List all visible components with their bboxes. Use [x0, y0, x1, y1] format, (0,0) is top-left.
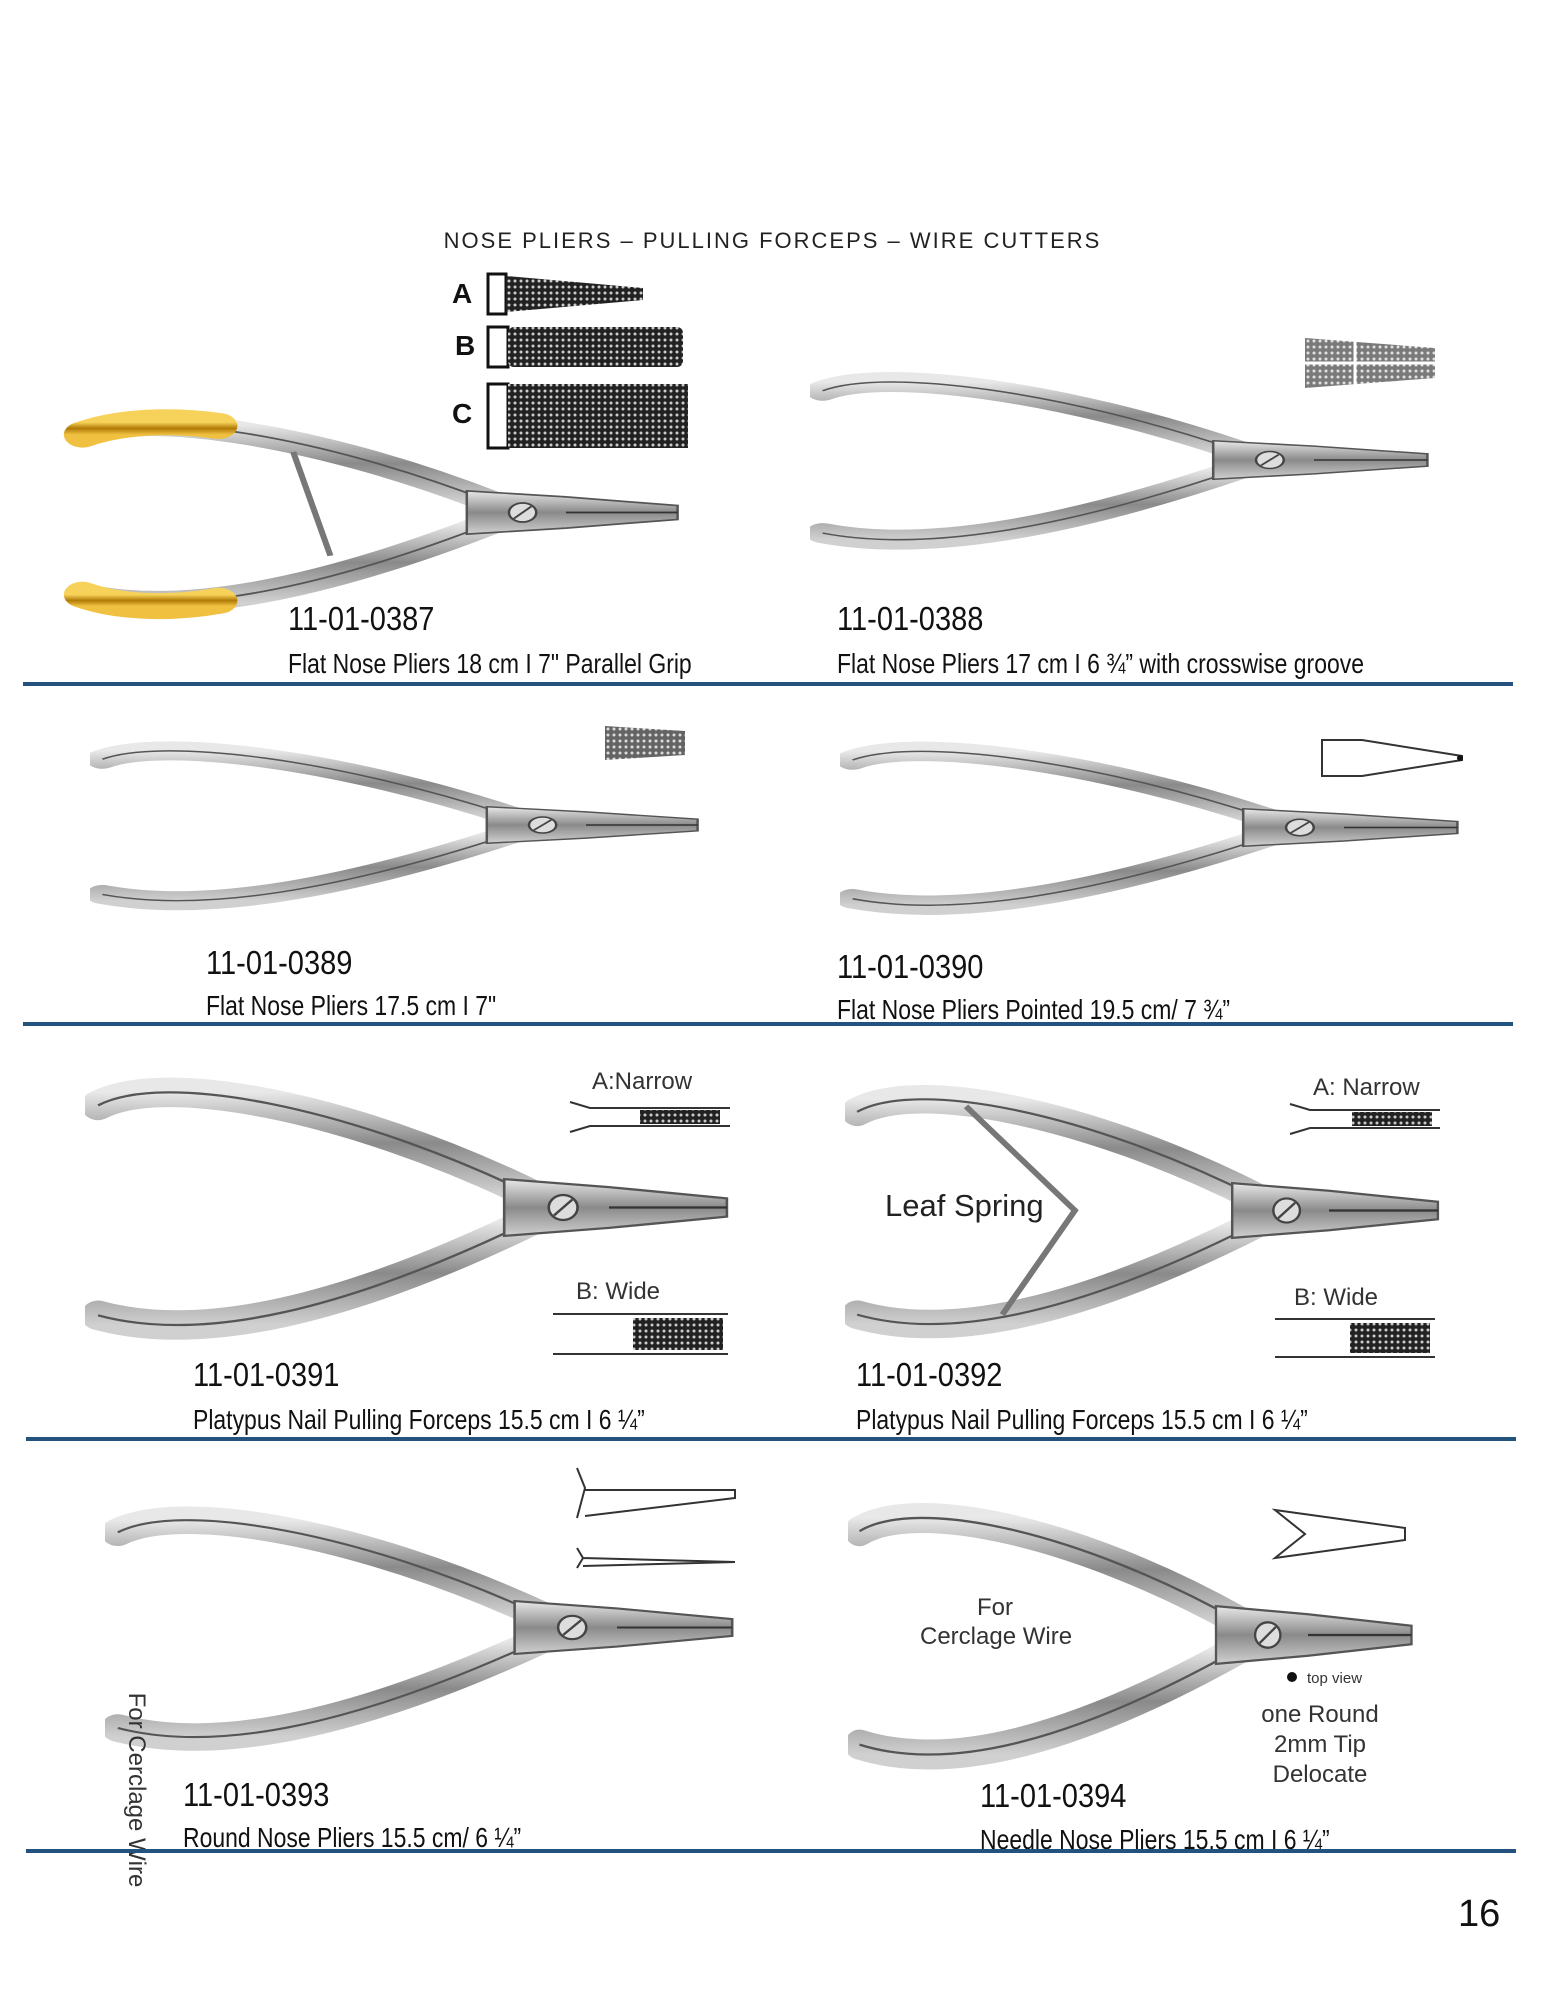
wide-jaw-icon — [553, 1313, 728, 1355]
flat-nose-pliers-crosswise-groove-image — [810, 360, 1440, 560]
jaw-label-b: B — [455, 330, 476, 361]
jaw-diagram-c-icon — [486, 382, 688, 450]
narrow-jaw-icon — [1289, 1103, 1440, 1135]
product-code: 11-01-0394 — [980, 1777, 1127, 1814]
section-divider — [26, 1437, 1516, 1441]
top-view-label: top view — [1307, 1670, 1363, 1687]
section-divider — [26, 1849, 1516, 1853]
flat-nose-pliers-parallel-grip-image — [63, 400, 690, 620]
product-description: Flat Nose Pliers 17 cm I 6 ¾” with cross… — [837, 648, 1364, 679]
section-divider — [23, 1022, 1513, 1026]
product-description: Platypus Nail Pulling Forceps 15.5 cm I … — [193, 1404, 645, 1435]
jaw-diagram-a-icon — [486, 272, 643, 316]
jaw-label-c: C — [452, 398, 473, 429]
cerclage-wire-note: For Cerclage Wire — [123, 1692, 150, 1888]
narrow-jaw-label: A: Narrow — [1313, 1074, 1420, 1101]
product-description: Round Nose Pliers 15.5 cm/ 6 ¼” — [183, 1822, 522, 1853]
wide-jaw-label: B: Wide — [1294, 1284, 1379, 1311]
product-code: 11-01-0388 — [837, 600, 984, 637]
flat-jaw-icon — [605, 726, 685, 760]
tip-line-3: Delocate — [1272, 1761, 1368, 1788]
product-code: 11-01-0393 — [183, 1776, 330, 1813]
product-description: Flat Nose Pliers 18 cm I 7" Parallel Gri… — [288, 648, 692, 679]
round-jaw-profile-icon — [576, 1467, 736, 1569]
page-number: 16 — [1458, 1893, 1501, 1935]
page-title: NOSE PLIERS – PULLING FORCEPS – WIRE CUT… — [443, 228, 1102, 253]
note-line-1: For — [977, 1594, 1013, 1621]
wide-jaw-label: B: Wide — [576, 1278, 661, 1305]
crosswise-groove-jaw-icon — [1305, 338, 1435, 388]
section-divider — [23, 682, 1513, 686]
product-code: 11-01-0389 — [206, 944, 353, 981]
product-code: 11-01-0390 — [837, 948, 984, 985]
narrow-jaw-icon — [569, 1101, 730, 1133]
product-description: Flat Nose Pliers 17.5 cm I 7" — [206, 990, 497, 1021]
product-description: Platypus Nail Pulling Forceps 15.5 cm I … — [856, 1404, 1308, 1435]
wide-jaw-icon — [1275, 1318, 1435, 1358]
jaw-label-a: A — [452, 278, 473, 309]
product-code: 11-01-0387 — [288, 600, 435, 637]
jaw-diagram-b-icon — [486, 325, 683, 369]
tip-line-2: 2mm Tip — [1273, 1731, 1366, 1758]
note-line-2: Cerclage Wire — [920, 1623, 1073, 1650]
needle-jaw-profile-icon — [1271, 1508, 1406, 1560]
tip-line-1: one Round — [1261, 1701, 1379, 1728]
product-code: 11-01-0392 — [856, 1356, 1003, 1393]
bullet-icon — [1287, 1672, 1297, 1682]
product-code: 11-01-0391 — [193, 1356, 340, 1393]
narrow-jaw-label: A:Narrow — [592, 1068, 693, 1095]
product-description: Flat Nose Pliers Pointed 19.5 cm/ 7 ¾” — [837, 994, 1231, 1025]
pointed-jaw-icon — [1321, 739, 1463, 777]
platypus-forceps-leaf-spring-image — [845, 1068, 1450, 1353]
leaf-spring-label: Leaf Spring — [885, 1188, 1044, 1223]
